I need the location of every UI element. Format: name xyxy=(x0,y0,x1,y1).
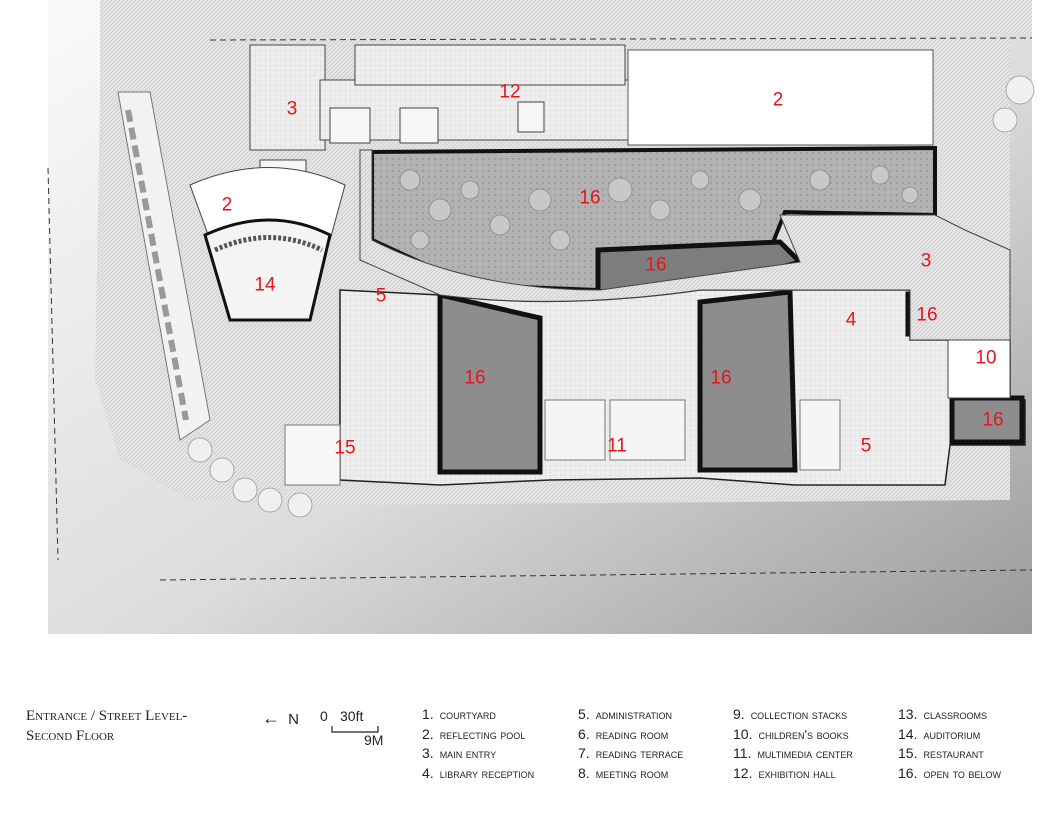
scale-feet: 30ft xyxy=(340,708,364,724)
legend-item: 16.open to below xyxy=(898,764,1002,781)
legend-item: 2.reflecting pool xyxy=(422,725,526,742)
room-label: 16 xyxy=(579,187,601,209)
room-label: 3 xyxy=(920,250,932,272)
legend-item: 15.restaurant xyxy=(898,745,984,761)
room-label: 3 xyxy=(286,98,298,120)
scale-line xyxy=(331,726,379,733)
room-label: 12 xyxy=(499,81,521,103)
main-block xyxy=(284,289,1026,486)
scale-zero: 0 xyxy=(320,708,328,724)
scale-meters: 9M xyxy=(364,732,384,748)
north-letter: N xyxy=(288,711,300,728)
legend-item: 1.courtyard xyxy=(422,706,496,722)
plan-caption: Entrance / Street Level- Second Floor xyxy=(26,706,187,746)
property-line xyxy=(47,37,1033,581)
room-label: 14 xyxy=(254,274,276,296)
caption-line: Entrance / Street Level- xyxy=(26,708,188,724)
stacks-a xyxy=(544,399,606,461)
legend-column-1: 1.courtyard 2.reflecting pool 3.main ent… xyxy=(422,706,534,784)
room-label: 5 xyxy=(375,285,387,307)
legend-item: 3.main entry xyxy=(422,745,497,761)
legend-item: 4.library reception xyxy=(422,764,535,781)
legend-item: 9.collection stacks xyxy=(733,706,848,722)
floor-plan: 3 12 2 2 16 16 14 5 3 4 16 16 16 10 11 1… xyxy=(47,0,1035,634)
legend-item: 6.reading room xyxy=(578,725,669,742)
room-label: 4 xyxy=(845,309,857,331)
legend-item: 7.reading terrace xyxy=(578,745,684,761)
room-label: 16 xyxy=(464,367,486,389)
room-label: 10 xyxy=(975,347,997,369)
scale-bar: 0 30ft 9M xyxy=(320,708,390,748)
legend-item: 10.children's books xyxy=(733,725,849,742)
west-colonnade xyxy=(117,91,211,441)
room-label: 11 xyxy=(607,435,627,457)
void-center xyxy=(697,289,798,473)
legend-column-3: 9.collection stacks 10.children's books … xyxy=(733,706,853,784)
room-label: 16 xyxy=(645,254,667,276)
legend-item: 12.exhibition hall xyxy=(733,764,836,781)
room-label: 16 xyxy=(710,367,732,389)
room-label: 16 xyxy=(916,304,938,326)
legend-item: 13.classrooms xyxy=(898,706,987,722)
arrow-left-icon: ← xyxy=(262,708,280,728)
trees-west xyxy=(187,75,1035,518)
stacks-b xyxy=(609,399,686,461)
room-label: 2 xyxy=(772,89,784,111)
legend-item: 5.administration xyxy=(578,706,673,722)
stacks-c xyxy=(799,399,841,471)
north-circulation xyxy=(359,149,1011,341)
legend-column-4: 13.classrooms 14.auditorium 15.restauran… xyxy=(898,706,1001,784)
legend-column-2: 5.administration 6.reading room 7.readin… xyxy=(578,706,683,784)
restaurant xyxy=(284,424,341,486)
garden-trees xyxy=(399,165,919,251)
caption-line: Second Floor xyxy=(26,728,115,744)
floor-plan-drawing xyxy=(47,0,1035,634)
legend-item: 8.meeting room xyxy=(578,764,669,781)
north-indicator: ← N xyxy=(262,708,299,729)
legend-item: 11.multimedia center xyxy=(733,745,853,761)
void-west xyxy=(437,291,543,475)
room-label: 5 xyxy=(860,435,872,457)
room-label: 16 xyxy=(982,409,1004,431)
legend-item: 14.auditorium xyxy=(898,725,981,742)
auditorium xyxy=(189,167,346,322)
room-label: 2 xyxy=(221,194,233,216)
room-label: 15 xyxy=(334,437,356,459)
